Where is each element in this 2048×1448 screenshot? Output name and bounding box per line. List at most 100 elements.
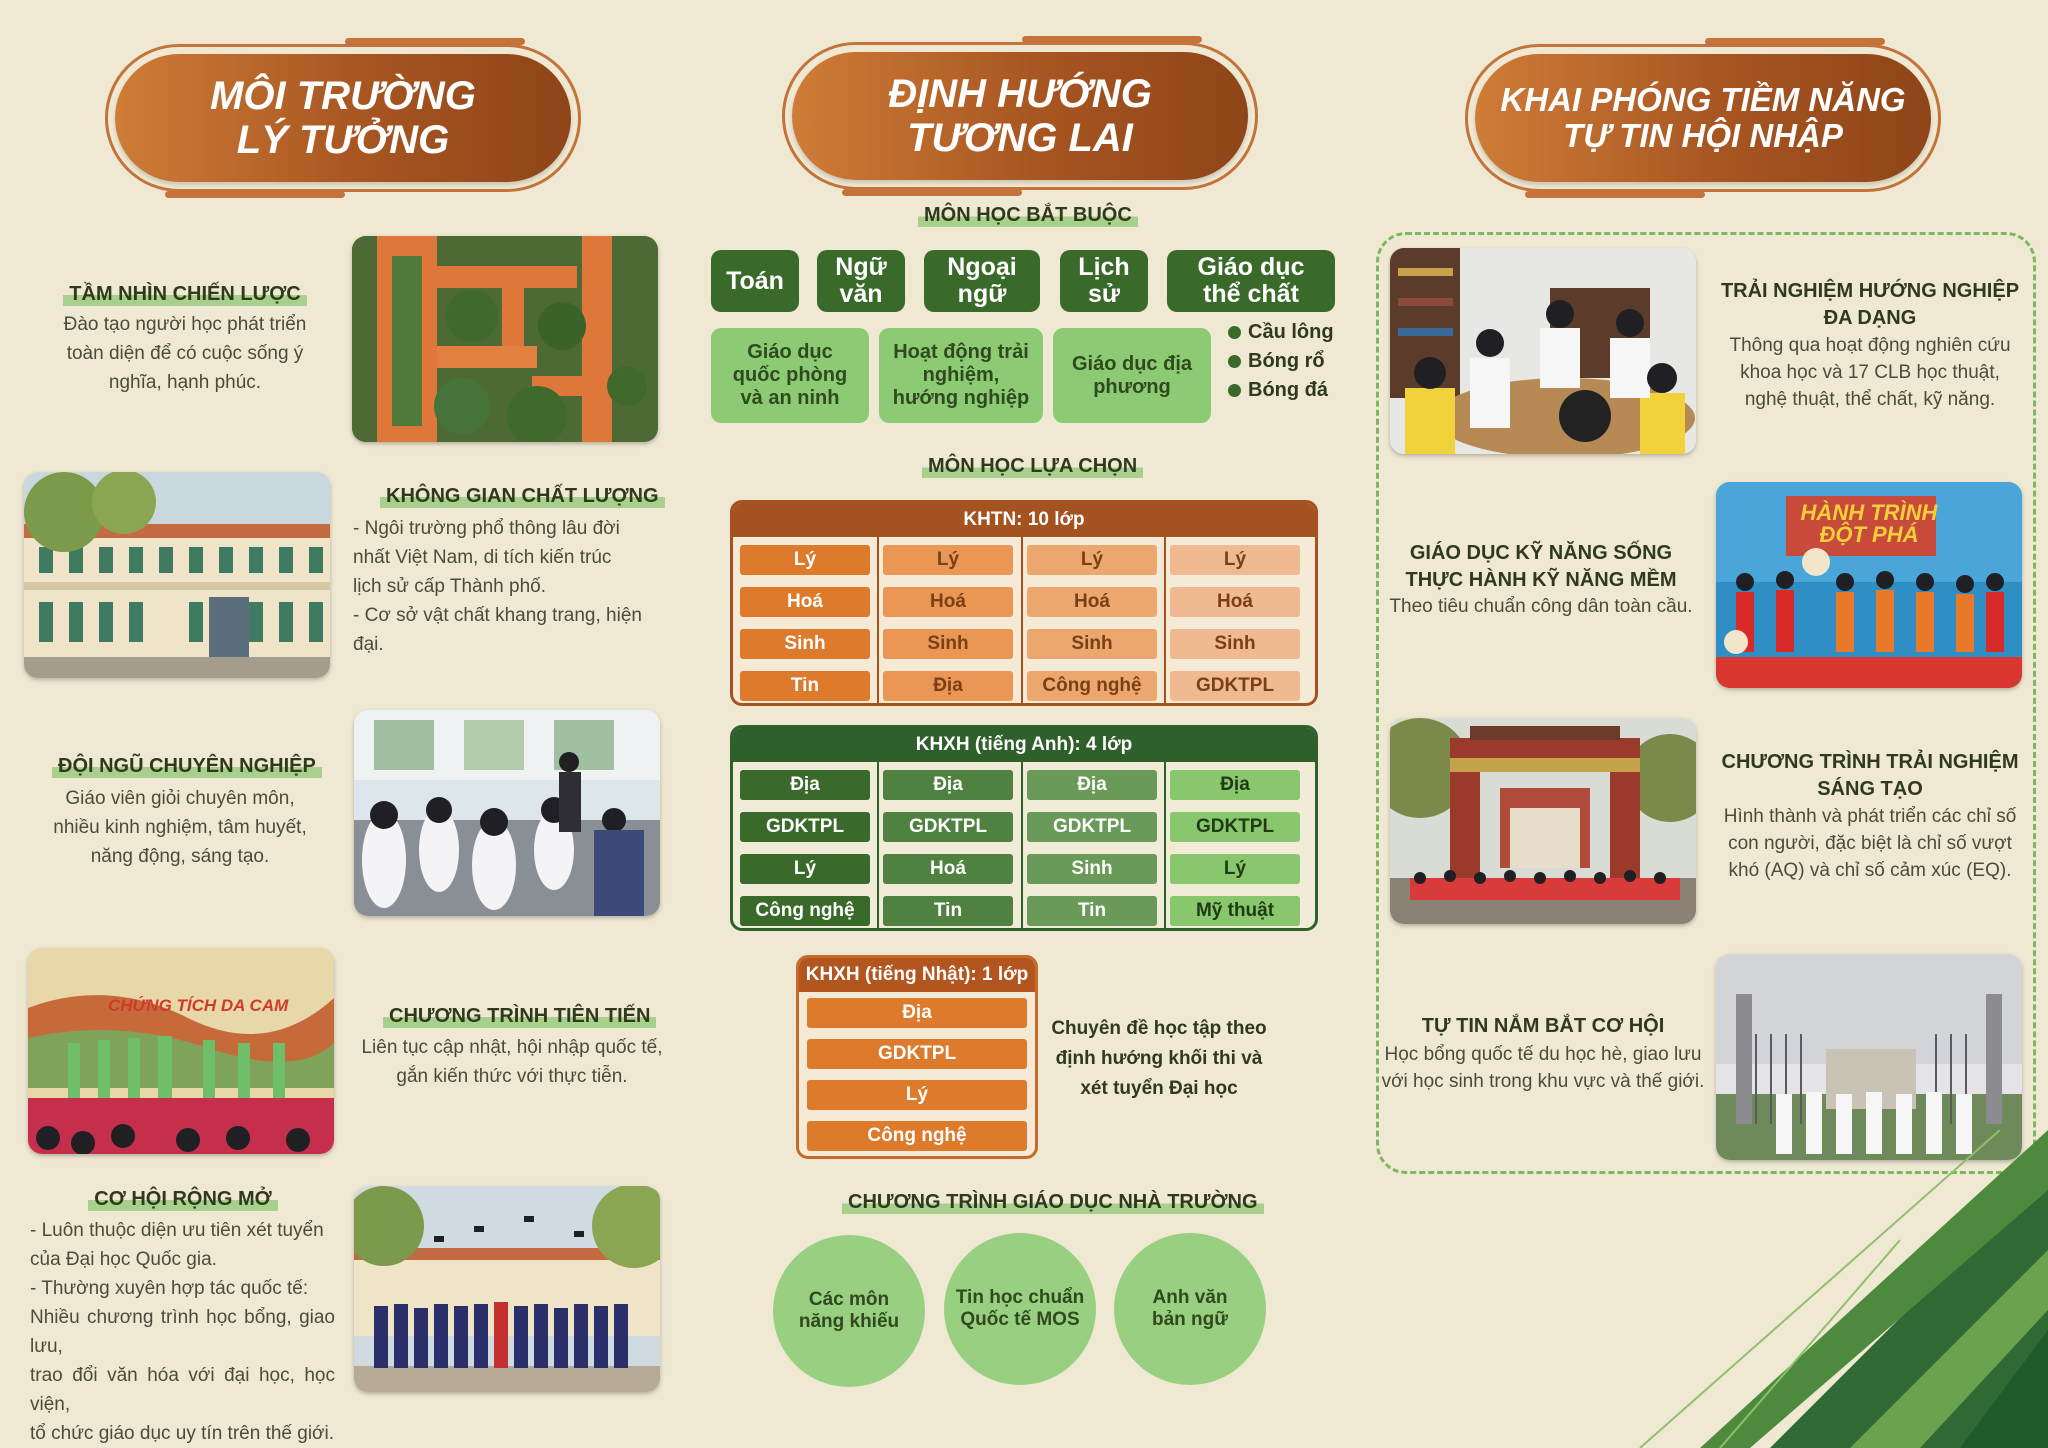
- header-deco-bar: [1525, 191, 1705, 198]
- section-line: Liên tục cập nhật, hội nhập quốc tế,: [361, 1037, 663, 1058]
- section-line: nhất Việt Nam, di tích kiến trúc: [353, 547, 612, 568]
- required-heading-text: MÔN HỌC BẮT BUỘC: [918, 204, 1138, 227]
- subject-ngu-van: Ngữ văn: [817, 250, 905, 312]
- section-line: trao đổi văn hóa với đại học, học viện,: [30, 1365, 335, 1415]
- right-body-line: nghệ thuật, thể chất, kỹ năng.: [1744, 389, 1996, 410]
- right-body-line: Theo tiêu chuẩn công dân toàn cầu.: [1389, 596, 1693, 617]
- right-title: GIÁO DỤC KỸ NĂNG SỐNG THỰC HÀNH KỸ NĂNG …: [1378, 540, 1704, 594]
- elective-heading: MÔN HỌC LỰA CHỌN: [922, 455, 1144, 478]
- right-title: CHƯƠNG TRÌNH TRẢI NGHIỆM SÁNG TẠO: [1700, 749, 2040, 803]
- header-ring: [782, 42, 1258, 190]
- table-cell: Sinh: [740, 629, 870, 659]
- note-line: định hướng khối thi và: [1055, 1048, 1263, 1069]
- table-divider: [877, 762, 879, 928]
- header-line: MÔI TRƯỜNG: [210, 74, 476, 118]
- header-ring: [1465, 44, 1941, 192]
- school-program-heading: CHƯƠNG TRÌNH GIÁO DỤC NHÀ TRƯỜNG: [842, 1191, 1264, 1214]
- table-cell: Lý: [1170, 545, 1300, 575]
- section-title-text: TẦM NHÌN CHIẾN LƯỢC: [63, 283, 307, 306]
- section-title: CHƯƠNG TRÌNH TIÊN TIẾN: [383, 1005, 657, 1028]
- table-cell: GDKTPL: [1170, 671, 1300, 701]
- subject-quoc-phong: Giáo dục quốc phòng và an ninh: [711, 328, 869, 423]
- right-title-line: TRẢI NGHIỆM HƯỚNG NGHIỆP: [1720, 280, 2020, 302]
- right-title-line: SÁNG TẠO: [1817, 778, 1923, 800]
- subject-dia-phuong: Giáo dục địa phương: [1053, 328, 1211, 423]
- sport-item: Cầu lông: [1228, 318, 1334, 347]
- right-body-line: với học sinh trong khu vực và thế giới.: [1381, 1071, 1705, 1092]
- note-line: Chuyên đề học tập theo: [1051, 1018, 1267, 1039]
- table-divider: [1164, 762, 1166, 928]
- banner-text: CHỨNG TÍCH DA CAM: [108, 996, 289, 1015]
- table-cell: Lý: [740, 854, 870, 884]
- section-title-text: ĐỘI NGŨ CHUYÊN NGHIỆP: [52, 755, 322, 778]
- note-line: xét tuyển Đại học: [1080, 1078, 1238, 1099]
- table-cell: Sinh: [1170, 629, 1300, 659]
- right-body: Theo tiêu chuẩn công dân toàn cầu.: [1378, 593, 1704, 620]
- right-body: Thông qua hoạt động nghiên cứu khoa học …: [1705, 332, 2035, 413]
- section-line: năng động, sáng tạo.: [90, 846, 270, 867]
- table-divider: [877, 537, 879, 703]
- right-body-line: Thông qua hoạt động nghiên cứu: [1729, 335, 2011, 356]
- banner-text: HÀNH TRÌNH ĐỘT PHÁ: [1794, 502, 1944, 546]
- subject-ngoai-ngu: Ngoại ngữ: [924, 250, 1040, 312]
- right-title: TRẢI NGHIỆM HƯỚNG NGHIỆP ĐA DẠNG: [1700, 278, 2040, 332]
- table-divider: [1021, 762, 1023, 928]
- khtn-table-title: KHTN: 10 lớp: [733, 503, 1315, 537]
- table-cell: Mỹ thuật: [1170, 896, 1300, 926]
- table-cell: Hoá: [883, 587, 1013, 617]
- table-cell: Sinh: [883, 629, 1013, 659]
- table-cell: Địa: [883, 671, 1013, 701]
- section-line: Giáo viên giỏi chuyên môn,: [65, 788, 295, 809]
- right-title: TỰ TIN NẮM BẮT CƠ HỘI: [1378, 1013, 1708, 1040]
- header-deco-bar: [345, 38, 525, 45]
- section-line: tổ chức giáo dục uy tín trên thế giới.: [30, 1423, 335, 1444]
- right-dashed-frame: [1376, 232, 2036, 1174]
- section-line: - Thường xuyên hợp tác quốc tế:: [30, 1278, 309, 1299]
- right-body: Học bổng quốc tế du học hè, giao lưu với…: [1375, 1041, 1711, 1095]
- table-cell: GDKTPL: [740, 812, 870, 842]
- circle-nang-khieu: Các môn năng khiếu: [773, 1235, 925, 1387]
- header-deco-bar: [842, 189, 1022, 196]
- section-title: TẦM NHÌN CHIẾN LƯỢC: [60, 283, 310, 306]
- table-cell: Lý: [740, 545, 870, 575]
- section-title: CƠ HỘI RỘNG MỞ: [58, 1188, 308, 1211]
- right-body: Hình thành và phát triển các chỉ số con …: [1705, 803, 2035, 884]
- table-cell: Công nghệ: [1027, 671, 1157, 701]
- school-building-photo: [24, 472, 330, 678]
- science-lab-photo: [1390, 248, 1696, 454]
- historic-gate-photo: [1390, 718, 1696, 924]
- bullet-dot: [1228, 384, 1241, 397]
- aerial-campus-photo: [352, 236, 658, 442]
- sport-item: Bóng rổ: [1228, 347, 1334, 376]
- section-body: - Luôn thuộc diện ưu tiên xét tuyển của …: [30, 1216, 335, 1448]
- right-title-line: GIÁO DỤC KỸ NĂNG SỐNG: [1409, 542, 1673, 564]
- bullet-dot: [1228, 355, 1241, 368]
- table-divider: [1164, 537, 1166, 703]
- header-deco-bar: [165, 191, 345, 198]
- right-title-line: THỰC HÀNH KỸ NĂNG MỀM: [1405, 569, 1677, 591]
- section-title-text: CHƯƠNG TRÌNH TIÊN TIẾN: [383, 1005, 657, 1028]
- section-line: nhiều kinh nghiệm, tâm huyết,: [53, 817, 307, 838]
- circle-mos: Tin học chuẩn Quốc tế MOS: [944, 1233, 1096, 1385]
- table-cell: Công nghệ: [807, 1121, 1027, 1151]
- section-line: Nhiều chương trình học bổng, giao lưu,: [30, 1307, 335, 1357]
- section-title: KHÔNG GIAN CHẤT LƯỢNG: [380, 485, 665, 508]
- table-cell: GDKTPL: [883, 812, 1013, 842]
- table-cell: Tin: [740, 671, 870, 701]
- sport-item: Bóng đá: [1228, 376, 1334, 405]
- section-line: gắn kiến thức với thực tiễn.: [396, 1066, 628, 1087]
- table-cell: GDKTPL: [807, 1039, 1027, 1069]
- right-title-line: ĐA DẠNG: [1823, 307, 1917, 329]
- right-body-line: khó (AQ) và chỉ số cảm xúc (EQ).: [1728, 860, 2012, 881]
- table-cell: Tin: [883, 896, 1013, 926]
- section-title: ĐỘI NGŨ CHUYÊN NGHIỆP: [52, 755, 322, 778]
- header-line: LÝ TƯỞNG: [236, 118, 450, 162]
- header-line: TỰ TIN HỘI NHẬP: [1563, 117, 1843, 154]
- header-line: KHAI PHÓNG TIỀM NĂNG: [1500, 80, 1906, 118]
- decorative-stripes: [1639, 1130, 2048, 1448]
- section-body: Giáo viên giỏi chuyên môn, nhiều kinh ng…: [40, 784, 320, 871]
- section-line: - Cơ sở vật chất khang trang, hiện đại.: [353, 605, 642, 655]
